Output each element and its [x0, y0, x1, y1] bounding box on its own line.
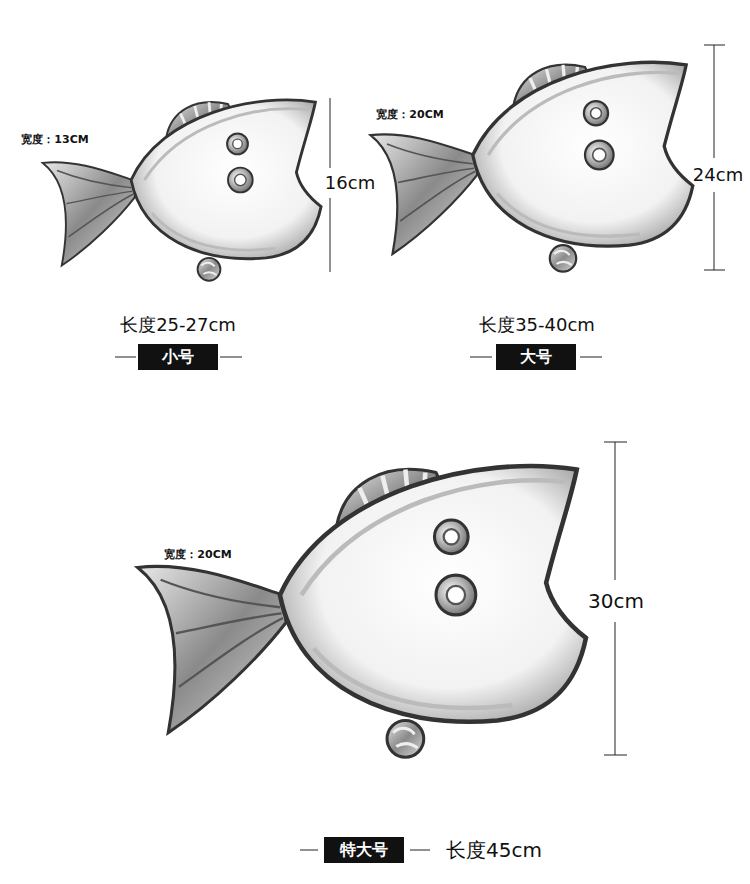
size-name: 特大号: [340, 840, 388, 859]
xl-fish: [138, 466, 586, 757]
dimension-label: 长度25-27cm: [120, 314, 236, 336]
size-tag: 特大号: [324, 837, 404, 862]
dimension-label: 30cm: [588, 589, 644, 613]
small-fish: [43, 100, 321, 281]
dimension-lines: [115, 45, 725, 850]
large-fish: [371, 62, 693, 271]
size-name: 小号: [162, 347, 194, 366]
dimension-label: 长度45cm: [446, 838, 542, 862]
dimension-label: 24cm: [693, 164, 743, 186]
dimension-label: 16cm: [325, 172, 375, 194]
width-label: 宽度：13CM: [21, 133, 88, 146]
size-tag: 大号: [496, 344, 576, 369]
width-label: 宽度：20CM: [376, 108, 443, 121]
size-tag: 小号: [138, 344, 218, 369]
size-name: 大号: [520, 347, 552, 366]
width-label: 宽度：20CM: [164, 548, 231, 561]
dimension-label: 长度35-40cm: [479, 314, 595, 336]
